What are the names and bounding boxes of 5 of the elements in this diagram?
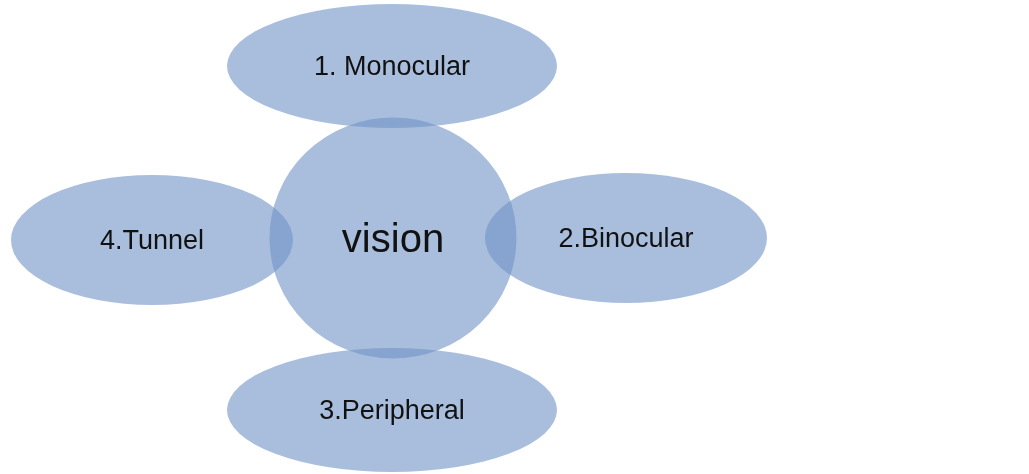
node-label: 4.Tunnel	[99, 224, 205, 256]
node-label: 3.Peripheral	[319, 394, 465, 426]
node-label: 2.Binocular	[558, 222, 694, 254]
center-label: vision	[341, 215, 445, 261]
node-label: 1. Monocular	[313, 50, 471, 82]
